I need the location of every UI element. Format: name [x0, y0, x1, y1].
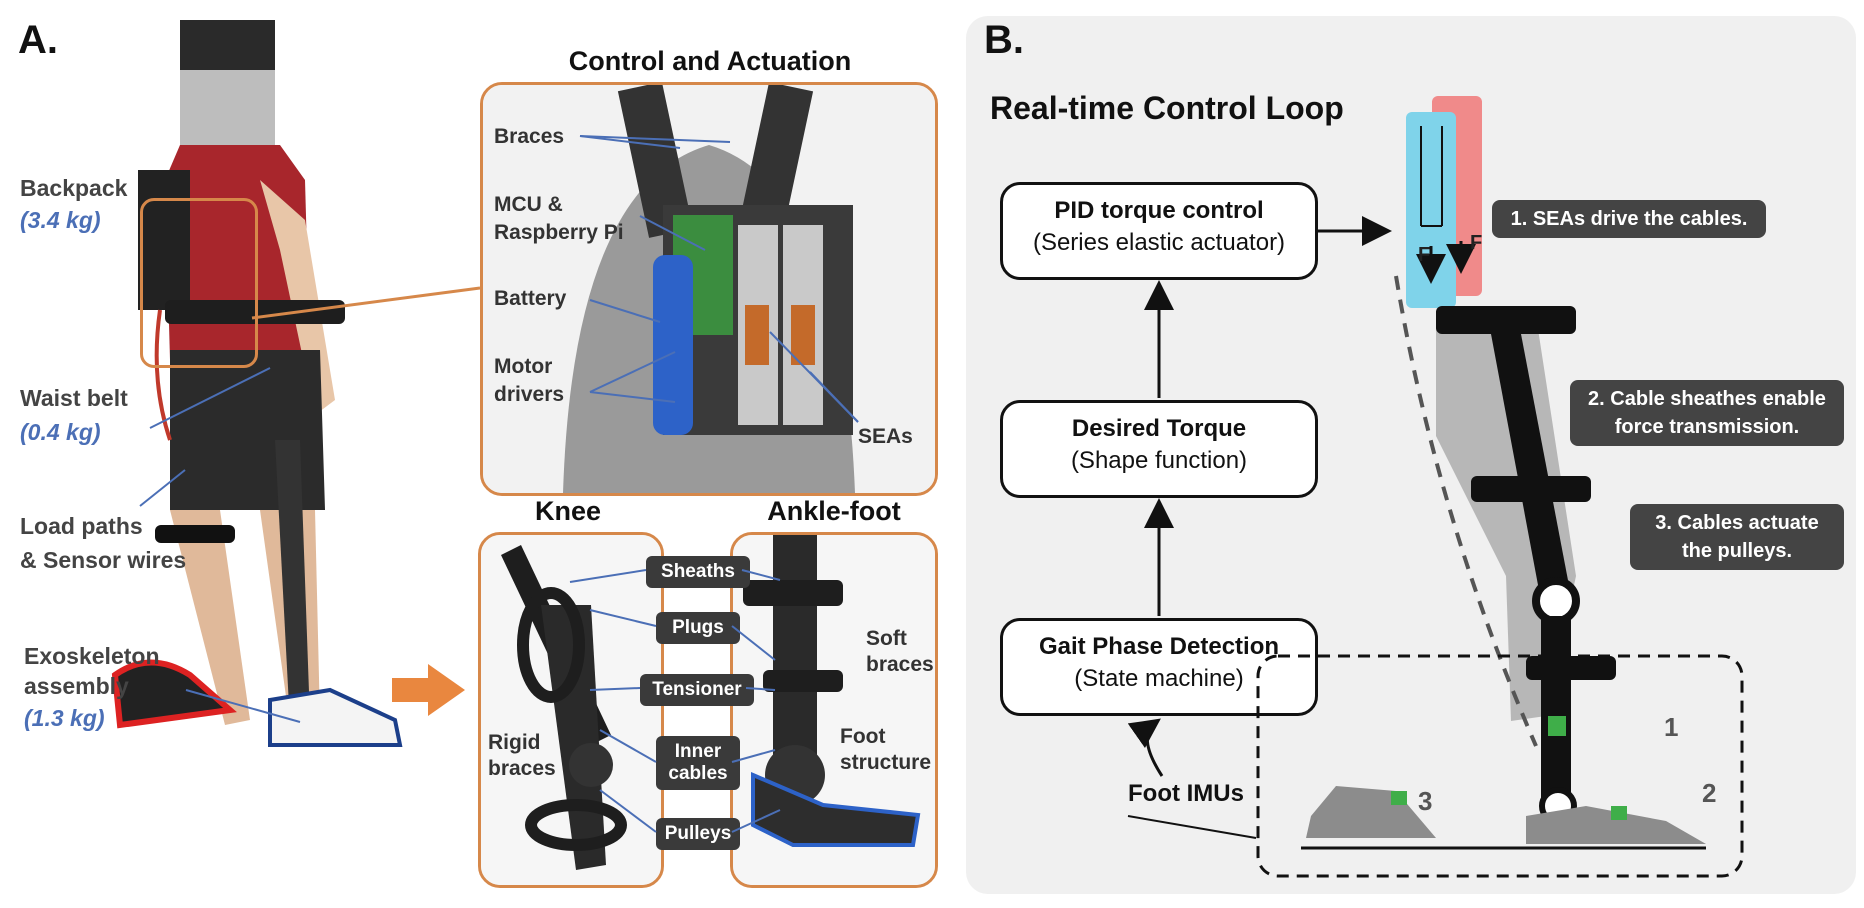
front-shoe: [268, 687, 403, 747]
callout-sheathes-line1: 2. Cable sheathes enable: [1588, 388, 1826, 410]
torque-box: Desired Torque (Shape function): [1000, 400, 1318, 498]
control-loop-graphics: [1127, 96, 1744, 878]
force-label-blue: F: [1418, 244, 1431, 266]
control-actuation-title: Control and Actuation: [568, 46, 852, 76]
person-figure: [111, 20, 403, 747]
load-path-cable: [154, 309, 172, 441]
control-loop-title: Real-time Control Loop: [990, 90, 1344, 126]
mcu-label-2: Raspberry Pi: [494, 221, 624, 244]
motor-label-2: drivers: [494, 383, 565, 406]
panel-a-label: A.: [18, 18, 58, 62]
control-actuation-photo: [480, 82, 938, 496]
plugs-tag: Plugs: [656, 612, 740, 644]
rigid-braces-label-1: Rigid: [488, 731, 541, 754]
waist-leader: [149, 367, 271, 429]
rigid-braces-label-2: braces: [488, 757, 556, 780]
backpack-illustration: [483, 85, 935, 493]
waist-belt-label: Waist belt: [20, 385, 128, 411]
callout-pulleys: 3. Cables actuate the pulleys.: [1630, 504, 1844, 570]
knee-pulley: [1532, 577, 1580, 625]
gait-subtitle: (State machine): [1074, 665, 1244, 692]
battery-label: Battery: [494, 287, 567, 310]
arrow-imu-to-gait: [1127, 718, 1164, 777]
exo-leader: [185, 689, 301, 723]
callout-seas: 1. SEAs drive the cables.: [1492, 200, 1766, 238]
back-foot: [1306, 786, 1436, 838]
soft-braces-label-2: braces: [866, 653, 934, 676]
shank-brace: [1526, 656, 1616, 680]
imu-number-1: 1: [1664, 712, 1679, 742]
callout-sheathes-line2: force transmission.: [1614, 416, 1800, 438]
inner-cables-line2: cables: [668, 763, 728, 784]
knee-upper-brace: [1471, 476, 1591, 502]
imu-number-2: 2: [1702, 778, 1717, 808]
torque-title: Desired Torque: [1071, 415, 1247, 442]
panel-a-leaders: [139, 286, 481, 723]
imu-number-3: 3: [1418, 786, 1433, 816]
inner-cables-line1: Inner: [674, 741, 722, 762]
thigh-strap: [155, 525, 235, 543]
foot-structure-label-2: structure: [840, 751, 932, 774]
panel-b-label: B.: [984, 18, 1024, 62]
exoskeleton-weight: (1.3 kg): [24, 705, 105, 731]
knee-photo: [478, 532, 664, 888]
exoskeleton-bar: [275, 440, 310, 725]
gait-title: Gait Phase Detection: [1038, 633, 1280, 660]
tag-leaders: [569, 569, 781, 833]
soft-braces-label-1: Soft: [866, 627, 907, 650]
imu-connector: [1127, 815, 1257, 839]
ankle-foot-illustration: [733, 535, 935, 885]
pid-title: PID torque control: [1054, 197, 1264, 224]
knee-illustration: [481, 535, 661, 885]
sheaths-tag: Sheaths: [646, 556, 750, 588]
torque-subtitle: (Shape function): [1070, 447, 1248, 474]
foot-region: [1256, 654, 1744, 878]
load-leader: [139, 469, 186, 507]
exoskeleton-label-1: Exoskeleton: [24, 643, 160, 669]
thigh-brace: [1436, 306, 1576, 334]
ankle-foot-photo: [730, 532, 938, 888]
blue-sea: [1406, 112, 1456, 308]
dashed-path: [1394, 275, 1538, 747]
gait-box: Gait Phase Detection (State machine): [1000, 618, 1318, 716]
imu-3-marker: [1391, 791, 1407, 805]
front-foot: [1526, 806, 1706, 844]
pulleys-tag: Pulleys: [656, 818, 740, 850]
backpack-connector: [251, 286, 481, 320]
ankle-foot-title: Ankle-foot: [767, 496, 901, 526]
backpack-unit: [138, 170, 190, 310]
imu-2-marker: [1611, 806, 1627, 820]
control-leaders: [579, 135, 859, 423]
back-shoe: [111, 659, 237, 729]
backpack-label: Backpack: [20, 175, 128, 201]
pid-box: PID torque control (Series elastic actua…: [1000, 182, 1318, 280]
exo-thigh-bar: [1491, 334, 1571, 601]
imu-1-marker: [1548, 716, 1566, 736]
tensioner-tag: Tensioner: [640, 674, 754, 706]
backpack-highlight: [140, 198, 258, 368]
callout-pulleys-line2: the pulleys.: [1681, 540, 1793, 562]
hair: [180, 20, 275, 70]
knee-title: Knee: [534, 496, 602, 526]
motor-label-1: Motor: [494, 355, 553, 378]
exoskeleton-label-2: assembly: [24, 673, 129, 699]
waist-belt-weight: (0.4 kg): [20, 419, 101, 445]
pid-subtitle: (Series elastic actuator): [1032, 229, 1286, 256]
seas-label: SEAs: [858, 425, 913, 448]
braces-label: Braces: [494, 125, 565, 148]
callout-sheathes: 2. Cable sheathes enable force transmiss…: [1570, 380, 1844, 446]
orange-arrow: [392, 664, 465, 716]
force-label-red: F: [1470, 232, 1483, 254]
foot-structure-label-1: Foot: [840, 725, 886, 748]
back-leg: [170, 510, 250, 725]
inner-cables-tag: Inner cables: [656, 736, 740, 790]
foot-imus-label: Foot IMUs: [1128, 780, 1244, 807]
mcu-label-1: MCU &: [494, 193, 563, 216]
callout-pulleys-line1: 3. Cables actuate: [1655, 512, 1819, 534]
backpack-weight: (3.4 kg): [20, 207, 101, 233]
load-paths-label-2: & Sensor wires: [20, 547, 187, 573]
load-paths-label-1: Load paths: [20, 513, 143, 539]
